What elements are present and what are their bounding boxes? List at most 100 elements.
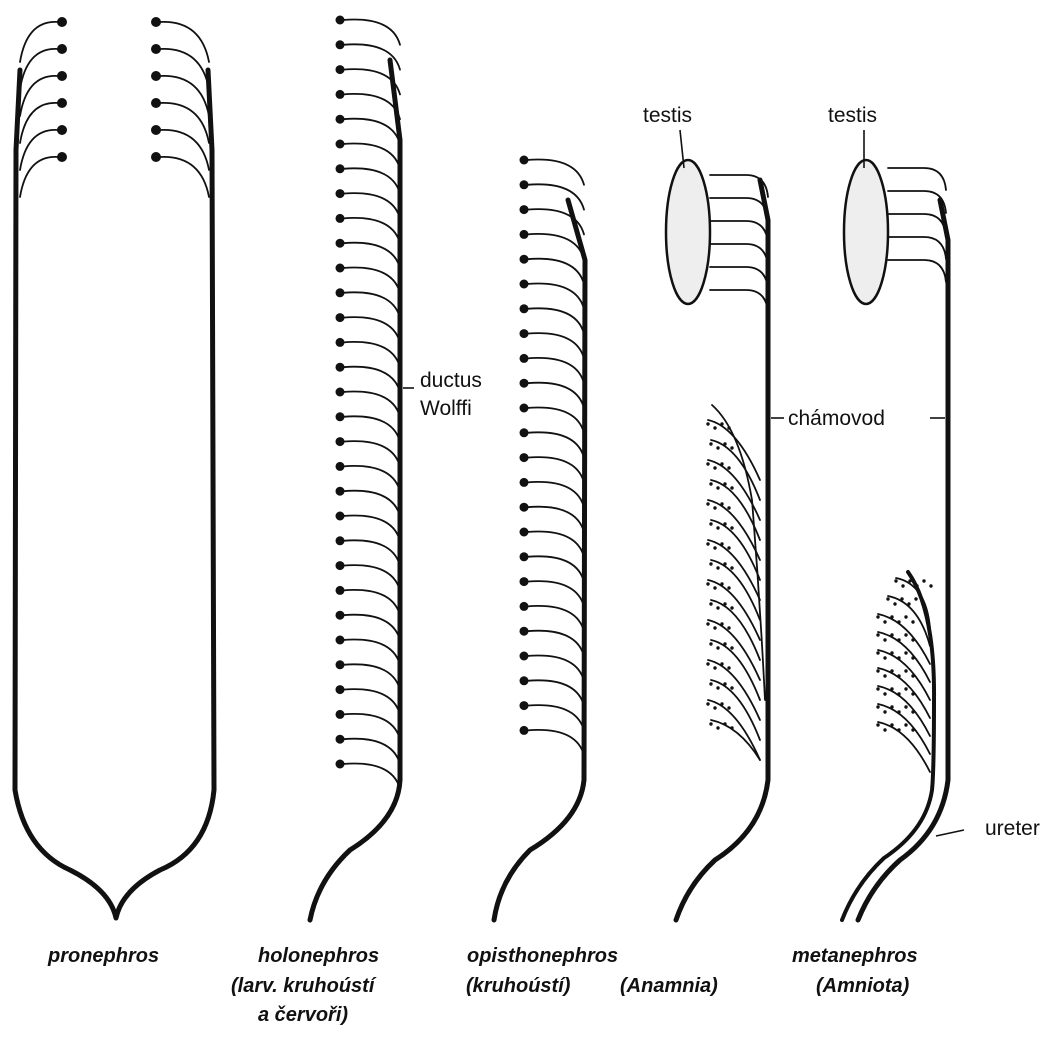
nephron-dot	[876, 669, 879, 672]
nephron-dot	[723, 642, 726, 645]
nephron-dot	[706, 502, 709, 505]
tubule	[160, 49, 209, 89]
tubule	[343, 615, 400, 640]
chamovod-label-text: chámovod	[788, 407, 885, 430]
nephron-dot	[911, 620, 914, 623]
nephron-dot	[911, 692, 914, 695]
nephron-dot	[904, 633, 907, 636]
anamnia-testis-tubules	[710, 175, 768, 312]
tubule	[527, 532, 584, 557]
nephron-dot	[897, 728, 900, 731]
nephron-dot	[706, 462, 709, 465]
nephron-dot	[713, 426, 716, 429]
nephron-dot	[727, 626, 730, 629]
tubule	[20, 103, 58, 143]
nephron-dot	[897, 674, 900, 677]
nephron-dot	[730, 686, 733, 689]
tubule	[343, 491, 400, 516]
tubule	[343, 764, 400, 789]
nephron-dot	[897, 710, 900, 713]
tubule	[527, 184, 584, 209]
tubule	[527, 358, 584, 383]
ductus-label-line2: Wolffi	[420, 397, 472, 420]
nephron-dot	[713, 506, 716, 509]
nephron-dot	[709, 482, 712, 485]
nephron-dot	[921, 602, 924, 605]
nephron-dot	[709, 442, 712, 445]
tubule	[343, 416, 400, 441]
tubule	[20, 49, 58, 89]
nephron-dot	[883, 620, 886, 623]
tubule	[160, 22, 209, 62]
nephron-dot	[709, 682, 712, 685]
tubule	[527, 680, 584, 705]
nephron-dot	[716, 446, 719, 449]
tubule	[20, 157, 58, 197]
nephron-dot	[911, 656, 914, 659]
nephron-dot	[904, 723, 907, 726]
tubule	[20, 130, 58, 170]
nephron-dot	[716, 566, 719, 569]
kidney-tubule	[711, 720, 760, 760]
anamnia-figure	[666, 160, 768, 920]
tubule	[527, 234, 584, 259]
nephron-dot	[727, 706, 730, 709]
nephron-dot	[727, 466, 730, 469]
nephron-dot	[716, 646, 719, 649]
holonephros-figure	[310, 16, 400, 921]
caption-opisthonephros-sub2: (Anamnia)	[620, 975, 718, 997]
tubule	[160, 103, 209, 143]
tubule	[527, 705, 584, 730]
nephron-dot	[883, 728, 886, 731]
tubule	[527, 581, 584, 606]
nephron-dot	[723, 682, 726, 685]
tubule	[343, 466, 400, 491]
nephron-dot	[901, 584, 904, 587]
amniota-ureter	[842, 572, 934, 920]
nephron-dot	[883, 656, 886, 659]
tubule	[343, 441, 400, 466]
tubule	[343, 739, 400, 764]
nephron-dot	[727, 426, 730, 429]
anamnia-kidney-tubules	[706, 420, 760, 760]
efferent-tubule	[710, 290, 768, 312]
nephron-dot	[922, 579, 925, 582]
nephron-dot	[720, 422, 723, 425]
efferent-tubule	[710, 267, 768, 289]
tubule	[343, 640, 400, 665]
nephron-dot	[911, 638, 914, 641]
nephron-dot	[716, 486, 719, 489]
testis-label-text-2: testis	[828, 104, 877, 127]
tubule	[527, 383, 584, 408]
tubule	[160, 157, 209, 197]
efferent-tubule	[710, 221, 768, 243]
nephron-dot	[706, 582, 709, 585]
tubule	[20, 76, 58, 116]
nephron-dot	[706, 422, 709, 425]
nephron-dot	[894, 579, 897, 582]
pronephros-figure	[15, 17, 214, 918]
tubule	[343, 664, 400, 689]
tubule	[343, 540, 400, 565]
tubule	[343, 292, 400, 317]
tubule	[527, 556, 584, 581]
nephron-dot	[730, 646, 733, 649]
nephron-dot	[915, 584, 918, 587]
nephron-dot	[709, 602, 712, 605]
nephron-dot	[720, 462, 723, 465]
nephron-dot	[713, 466, 716, 469]
nephron-dot	[713, 706, 716, 709]
nephron-dot	[890, 687, 893, 690]
nephron-dot	[723, 562, 726, 565]
pronephros-left-tubules	[20, 17, 67, 197]
nephron-dot	[720, 542, 723, 545]
tubule	[160, 76, 209, 116]
pronephros-duct	[15, 70, 214, 918]
nephron-dot	[706, 702, 709, 705]
tubule	[343, 218, 400, 243]
ureter-label-text: ureter	[985, 817, 1040, 840]
nephron-dot	[723, 482, 726, 485]
nephron-dot	[730, 566, 733, 569]
nephron-dot	[720, 662, 723, 665]
